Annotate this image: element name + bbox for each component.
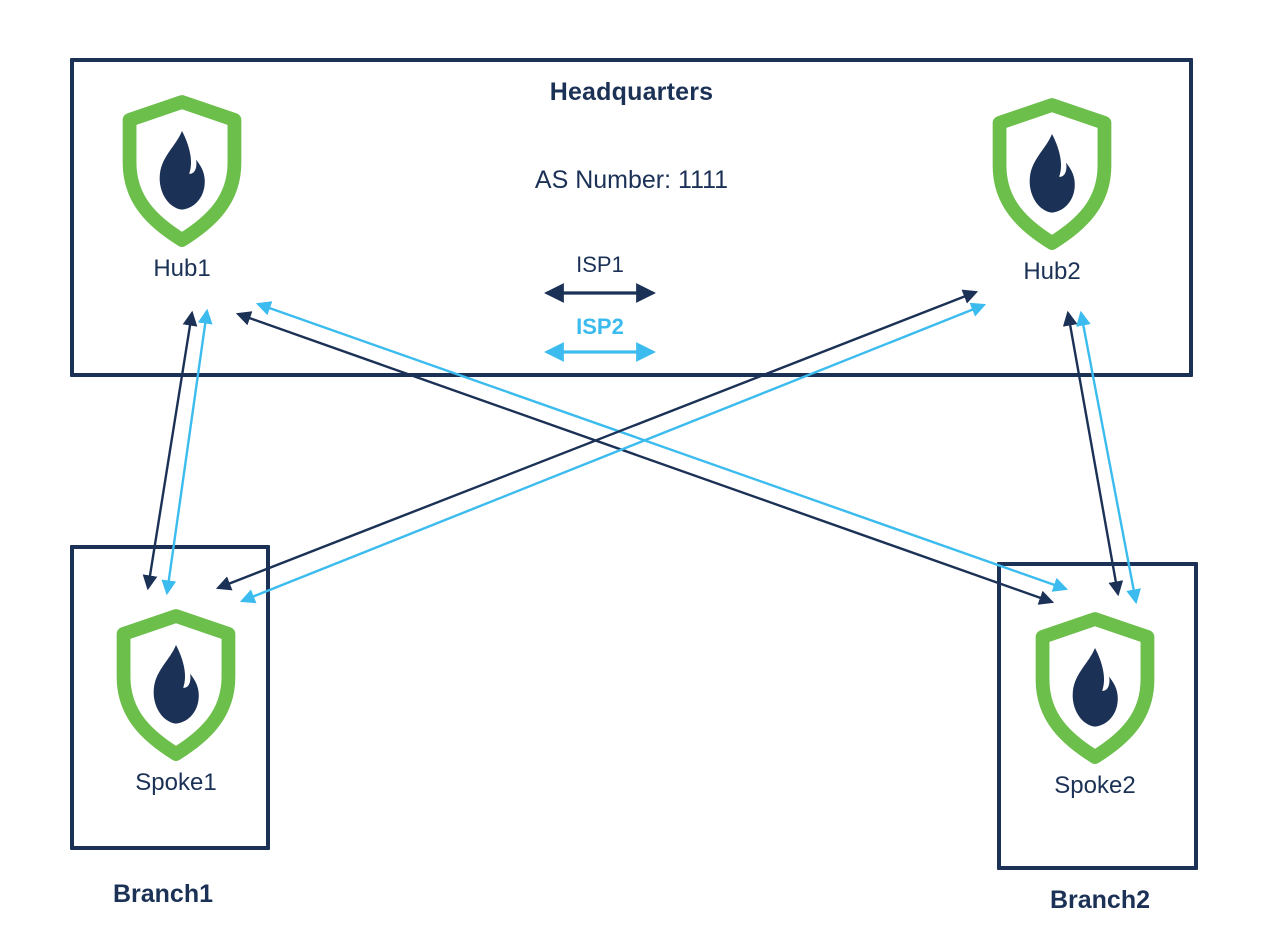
node-label-spoke1: Spoke1 [135, 769, 217, 796]
headquarters-title: Headquarters [549, 78, 714, 106]
firewall-icon [107, 604, 245, 766]
isp1-double-arrow-icon [544, 283, 656, 303]
branch2-label: Branch2 [1049, 886, 1151, 914]
firewall-icon [983, 93, 1121, 255]
node-hub1: Hub1 [102, 90, 262, 283]
node-label-hub1: Hub1 [153, 255, 211, 282]
node-label-hub2: Hub2 [1023, 258, 1081, 285]
isp1-label: ISP1 [576, 252, 624, 277]
branch1-label: Branch1 [112, 880, 214, 908]
firewall-icon [1026, 607, 1164, 769]
node-spoke1: Spoke1 [96, 604, 256, 797]
isp2-label: ISP2 [576, 314, 624, 339]
isp2-double-arrow-icon [544, 342, 656, 362]
as-number-label: AS Number: 1111 [534, 166, 729, 194]
isp-legend: ISP1 ISP2 [537, 252, 663, 368]
node-hub2: Hub2 [972, 93, 1132, 286]
node-spoke2: Spoke2 [1015, 607, 1175, 800]
node-label-spoke2: Spoke2 [1054, 772, 1136, 799]
firewall-icon [113, 90, 251, 252]
